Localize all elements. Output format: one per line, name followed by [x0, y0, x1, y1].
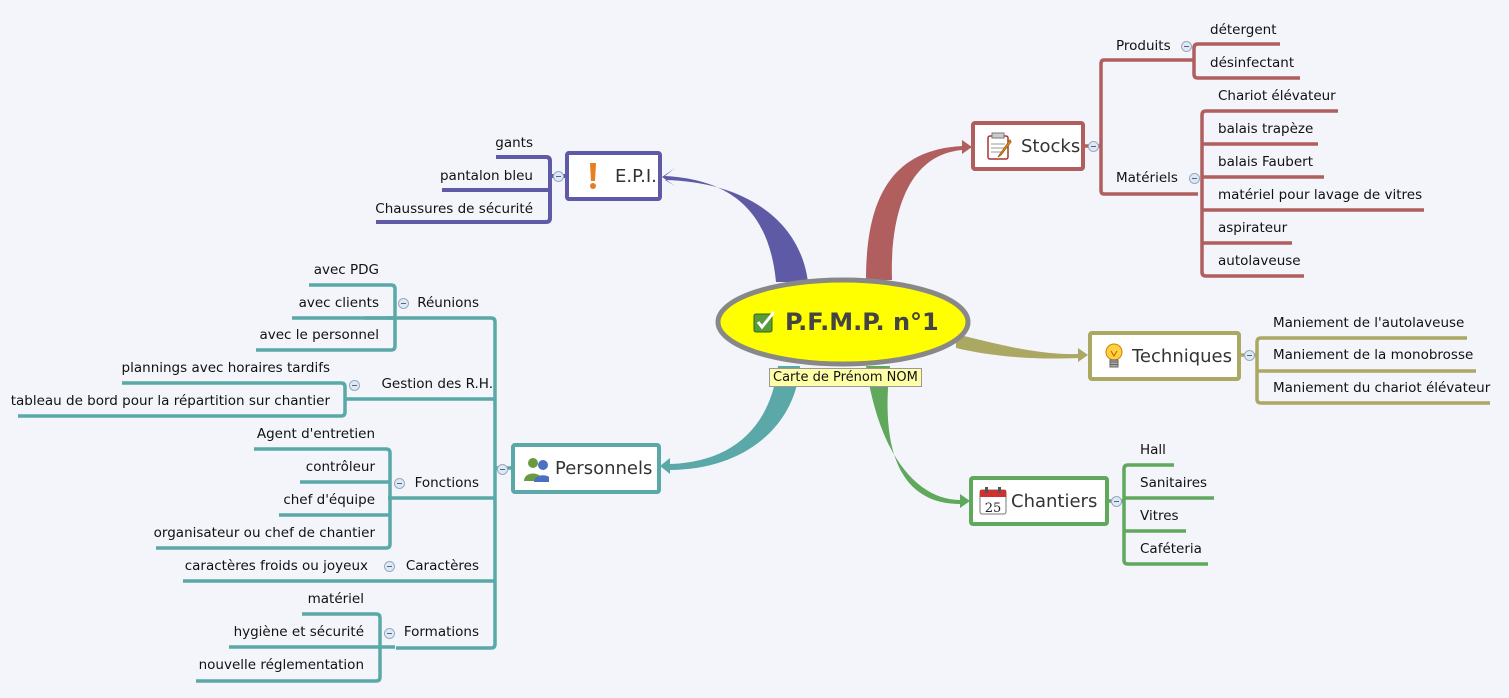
epi-item[interactable]: pantalon bleu [439, 168, 533, 184]
exclamation-icon [579, 162, 607, 190]
reunions-item[interactable]: avec clients [298, 295, 379, 311]
personnels-fonctions-label[interactable]: Fonctions [414, 475, 479, 491]
collapse-toggle-personnels[interactable] [497, 464, 508, 475]
personnels-rh-label[interactable]: Gestion des R.H. [381, 376, 493, 392]
rh-item[interactable]: plannings avec horaires tardifs [121, 360, 330, 376]
collapse-toggle-fonctions[interactable] [394, 478, 405, 489]
fonctions-item[interactable]: Agent d'entretien [256, 426, 375, 442]
stocks-materiel-item[interactable]: balais Faubert [1218, 154, 1314, 170]
node-epi-title: E.P.I. [615, 165, 657, 187]
chantiers-item[interactable]: Sanitaires [1140, 475, 1208, 491]
check-icon [752, 310, 776, 334]
branch-chantiers [866, 366, 970, 508]
stocks-produit-item[interactable]: détergent [1210, 22, 1277, 38]
branch-stocks [866, 140, 972, 280]
personnels-formations-label[interactable]: Formations [403, 624, 479, 640]
central-title: P.F.M.P. n°1 [785, 308, 939, 336]
stocks-materiel-item[interactable]: balais trapèze [1218, 121, 1314, 137]
lightbulb-icon [1100, 342, 1128, 370]
collapse-toggle-techniques[interactable] [1244, 350, 1255, 361]
users-icon [521, 455, 549, 483]
epi-item[interactable]: gants [495, 135, 533, 151]
formations-item[interactable]: nouvelle réglementation [198, 657, 364, 673]
stocks-materiels-label[interactable]: Matériels [1116, 170, 1178, 186]
formations-item[interactable]: hygiène et sécurité [233, 624, 364, 640]
stocks-materiel-item[interactable]: matériel pour lavage de vitres [1218, 187, 1423, 203]
chantiers-item[interactable]: Caféteria [1140, 541, 1202, 557]
node-techniques[interactable]: Techniques [1088, 331, 1241, 381]
collapse-toggle-produits[interactable] [1181, 41, 1192, 52]
rh-item[interactable]: tableau de bord pour la répartition sur … [10, 393, 330, 409]
node-techniques-title: Techniques [1132, 345, 1233, 367]
stocks-produits-label[interactable]: Produits [1116, 38, 1171, 54]
techniques-item[interactable]: Maniement du chariot élévateur [1273, 380, 1491, 396]
collapse-toggle-epi[interactable] [553, 171, 564, 182]
collapse-toggle-reunions[interactable] [398, 298, 409, 309]
calendar-icon: 25 [979, 487, 1007, 515]
personnels-reunions-label[interactable]: Réunions [417, 295, 479, 311]
epi-item[interactable]: Chaussures de sécurité [375, 201, 533, 217]
node-chantiers[interactable]: 25 Chantiers [969, 476, 1109, 526]
node-stocks-title: Stocks [1021, 135, 1081, 157]
chantiers-item[interactable]: Hall [1140, 442, 1166, 458]
node-epi[interactable]: E.P.I. [565, 151, 662, 201]
branch-techniques [956, 334, 1088, 362]
calendar-day: 25 [985, 501, 1002, 515]
node-personnels[interactable]: Personnels [511, 443, 661, 494]
collapse-toggle-chantiers[interactable] [1111, 496, 1122, 507]
collapse-toggle-rh[interactable] [349, 380, 360, 391]
stocks-produit-item[interactable]: désinfectant [1210, 55, 1295, 71]
branch-epi [662, 168, 808, 282]
personnels-caracteres-label[interactable]: Caractères [405, 558, 479, 574]
chantiers-item[interactable]: Vitres [1140, 508, 1179, 524]
collapse-toggle-formations[interactable] [384, 628, 395, 639]
node-personnels-title: Personnels [555, 458, 653, 479]
fonctions-item[interactable]: chef d'équipe [283, 492, 375, 508]
notepad-icon [985, 132, 1013, 160]
stocks-materiel-item[interactable]: autolaveuse [1218, 253, 1301, 269]
node-stocks[interactable]: Stocks [971, 121, 1085, 171]
formations-item[interactable]: matériel [307, 591, 364, 607]
techniques-item[interactable]: Maniement de l'autolaveuse [1273, 315, 1465, 331]
collapse-toggle-stocks[interactable] [1088, 141, 1099, 152]
central-topic-ellipse [715, 277, 971, 367]
node-chantiers-title: Chantiers [1011, 490, 1098, 512]
central-subtitle: Carte de Prénom NOM [769, 368, 922, 387]
reunions-item[interactable]: avec le personnel [259, 327, 379, 343]
techniques-item[interactable]: Maniement de la monobrosse [1273, 347, 1474, 363]
caracteres-item[interactable]: caractères froids ou joyeux [184, 558, 368, 574]
collapse-toggle-caracteres[interactable] [384, 561, 395, 572]
fonctions-item[interactable]: contrôleur [305, 459, 375, 475]
fonctions-item[interactable]: organisateur ou chef de chantier [153, 525, 375, 541]
reunions-item[interactable]: avec PDG [313, 262, 379, 278]
stocks-materiel-item[interactable]: Chariot élévateur [1218, 88, 1336, 104]
stocks-materiel-item[interactable]: aspirateur [1218, 220, 1288, 236]
collapse-toggle-materiels[interactable] [1189, 173, 1200, 184]
